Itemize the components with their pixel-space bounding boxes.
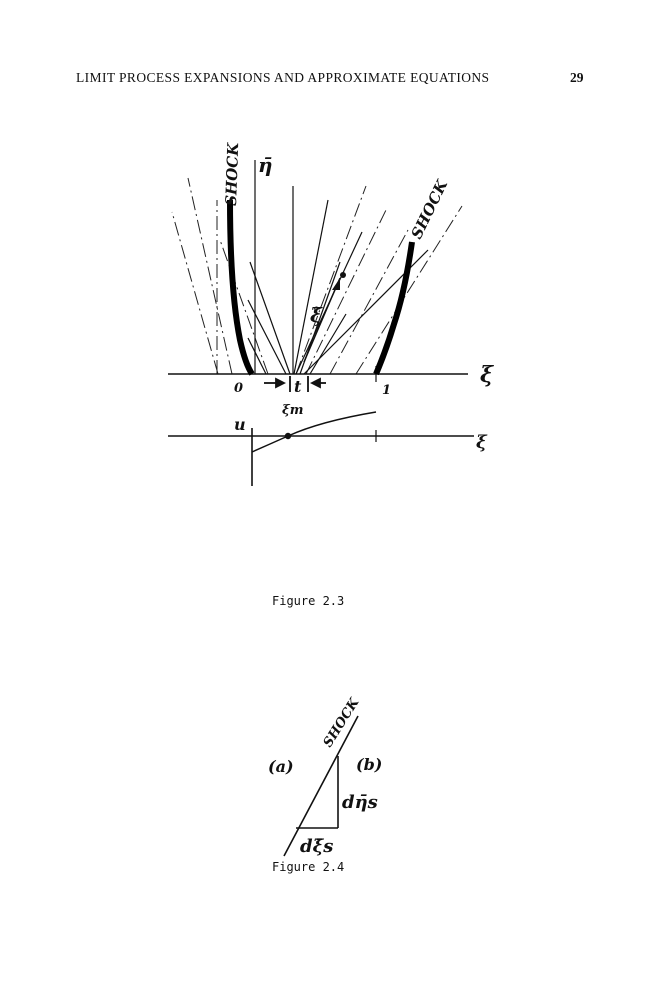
char-line-9 — [247, 337, 267, 375]
label-origin: 0 — [234, 381, 243, 396]
label-d-eta: dη̄s — [342, 792, 378, 813]
label-xi-m: ξm — [282, 403, 303, 418]
page-number: 29 — [570, 70, 584, 85]
label-u: u — [234, 415, 246, 434]
label-one: 1 — [382, 383, 391, 398]
label-shock-fig24: SHOCK — [321, 695, 363, 750]
char-line-4 — [293, 199, 329, 375]
label-t: t — [294, 377, 302, 396]
char-line-dashed-7 — [329, 229, 409, 375]
figure-2-4-caption: Figure 2.4 — [272, 860, 345, 874]
label-eta-bar: η̄ — [258, 153, 273, 177]
char-line-dashed-5 — [295, 185, 367, 375]
char-line-dashed-1 — [171, 211, 219, 375]
label-xi-tilde: ξ̃ — [310, 303, 323, 327]
xi-tilde-point — [340, 272, 346, 278]
char-line-dashed-6 — [305, 209, 387, 375]
char-line-dashed-8 — [355, 205, 463, 375]
label-b: (b) — [356, 755, 382, 774]
figure-2-3: SHOCK η̄ SHOCK ξ̃ ξ 0 1 t ξm u ξ — [168, 142, 494, 486]
char-line-dashed-3 — [187, 177, 233, 375]
label-xi-lower: ξ — [476, 432, 488, 453]
u-curve — [251, 411, 377, 453]
label-d-xi: dξ̄s — [300, 836, 333, 857]
u-curve-point — [284, 432, 292, 440]
right-shock-curve — [373, 241, 415, 376]
label-a: (a) — [268, 757, 294, 776]
char-line-2 — [249, 261, 291, 375]
shock-line — [283, 715, 359, 857]
running-header: LIMIT PROCESS EXPANSIONS AND APPROXIMATE… — [76, 70, 490, 85]
label-xi-axis: ξ — [480, 362, 494, 388]
char-line-8 — [309, 313, 347, 375]
char-line-3 — [247, 299, 287, 375]
label-shock-left: SHOCK — [222, 142, 242, 207]
left-shock-curve — [227, 199, 255, 376]
figure-2-3-caption: Figure 2.3 — [272, 594, 345, 608]
xi-tilde-arrow — [303, 277, 341, 363]
label-shock-right: SHOCK — [407, 176, 451, 241]
